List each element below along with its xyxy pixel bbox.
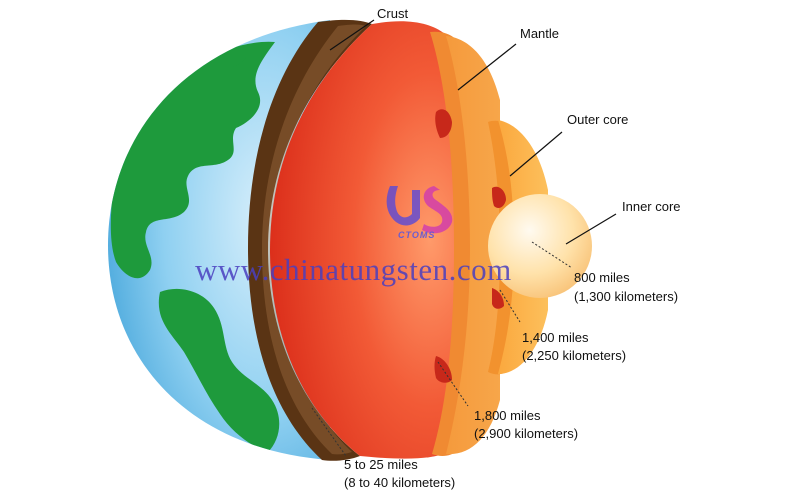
mantle-label: Mantle [520,26,560,41]
crust-layer [248,19,372,461]
watermark-logo-text: CTOMS [398,230,436,240]
crust-leader-line [329,19,375,51]
logo-s-shape [422,186,453,234]
continents [110,41,280,452]
logo-u-shape [386,186,420,226]
mantle-cavity-top [435,109,452,138]
watermark-logo [386,186,453,234]
outer-core-cavity-bottom [492,288,504,309]
crust-miles-label: 5 to 25 miles [344,457,418,472]
crust-label: Crust [377,6,409,21]
south-america-shape [158,288,280,452]
north-america-shape [110,41,275,279]
mantle-km-label: (2,900 kilometers) [474,426,579,441]
outer-core-miles-label: 1,400 miles [522,330,589,345]
mantle-layer [270,21,470,459]
inner-core-sphere [488,194,592,298]
crust-depth-line [311,407,347,457]
crust-km-label: (8 to 40 kilometers) [344,475,456,490]
outer-core-cavity-top [492,186,506,208]
inner-core-label: Inner core [622,199,681,214]
inner-core-km-label: (1,300 kilometers) [574,289,679,304]
mantle-leader-line [457,43,517,91]
inner-core-miles-label: 800 miles [574,270,630,285]
watermark-url: www.chinatungsten.com [195,252,512,287]
mantle-cut-face [446,36,500,455]
mantle-depth-line [437,361,469,407]
crust-highlight [262,24,366,455]
outer-core-leader-line [509,131,563,177]
mantle-miles-label: 1,800 miles [474,408,541,423]
outer-core-label: Outer core [567,112,629,127]
inner-core-leader-line [565,213,617,245]
outer-core-km-label: (2,250 kilometers) [522,348,627,363]
greenland-shape [210,54,246,70]
